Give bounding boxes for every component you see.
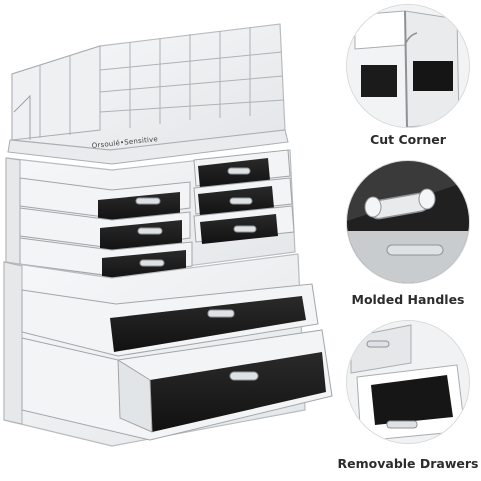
top-tray: Orsoulé•Sensitive bbox=[7, 23, 289, 165]
lower-drawer-unit bbox=[3, 253, 333, 447]
caption-removable-drawers: Removable Drawers bbox=[337, 456, 479, 471]
drawer-right-2 bbox=[193, 177, 293, 216]
cut-corner-detail-icon bbox=[346, 4, 470, 128]
caption-cut-corner: Cut Corner bbox=[370, 132, 446, 147]
drawer-left-1 bbox=[19, 177, 191, 222]
drawer-right-3 bbox=[193, 205, 295, 244]
caption-molded-handles: Molded Handles bbox=[351, 292, 465, 307]
removable-drawer-detail-icon bbox=[346, 320, 470, 444]
feature-callouts: Cut Corner Molded Handles bbox=[335, 0, 481, 477]
molded-handle-detail-icon bbox=[346, 160, 470, 284]
drawer-large-bottom bbox=[21, 329, 333, 441]
upper-drawer-unit bbox=[5, 149, 296, 282]
organizer-drawing: Orsoulé•Sensitive bbox=[3, 23, 333, 447]
drawer-wide-middle bbox=[21, 283, 319, 357]
drawer-left-2 bbox=[19, 207, 191, 252]
acrylic-organizer-illustration: Orsoulé•Sensitive bbox=[3, 23, 333, 447]
drawer-right-1 bbox=[193, 149, 291, 188]
